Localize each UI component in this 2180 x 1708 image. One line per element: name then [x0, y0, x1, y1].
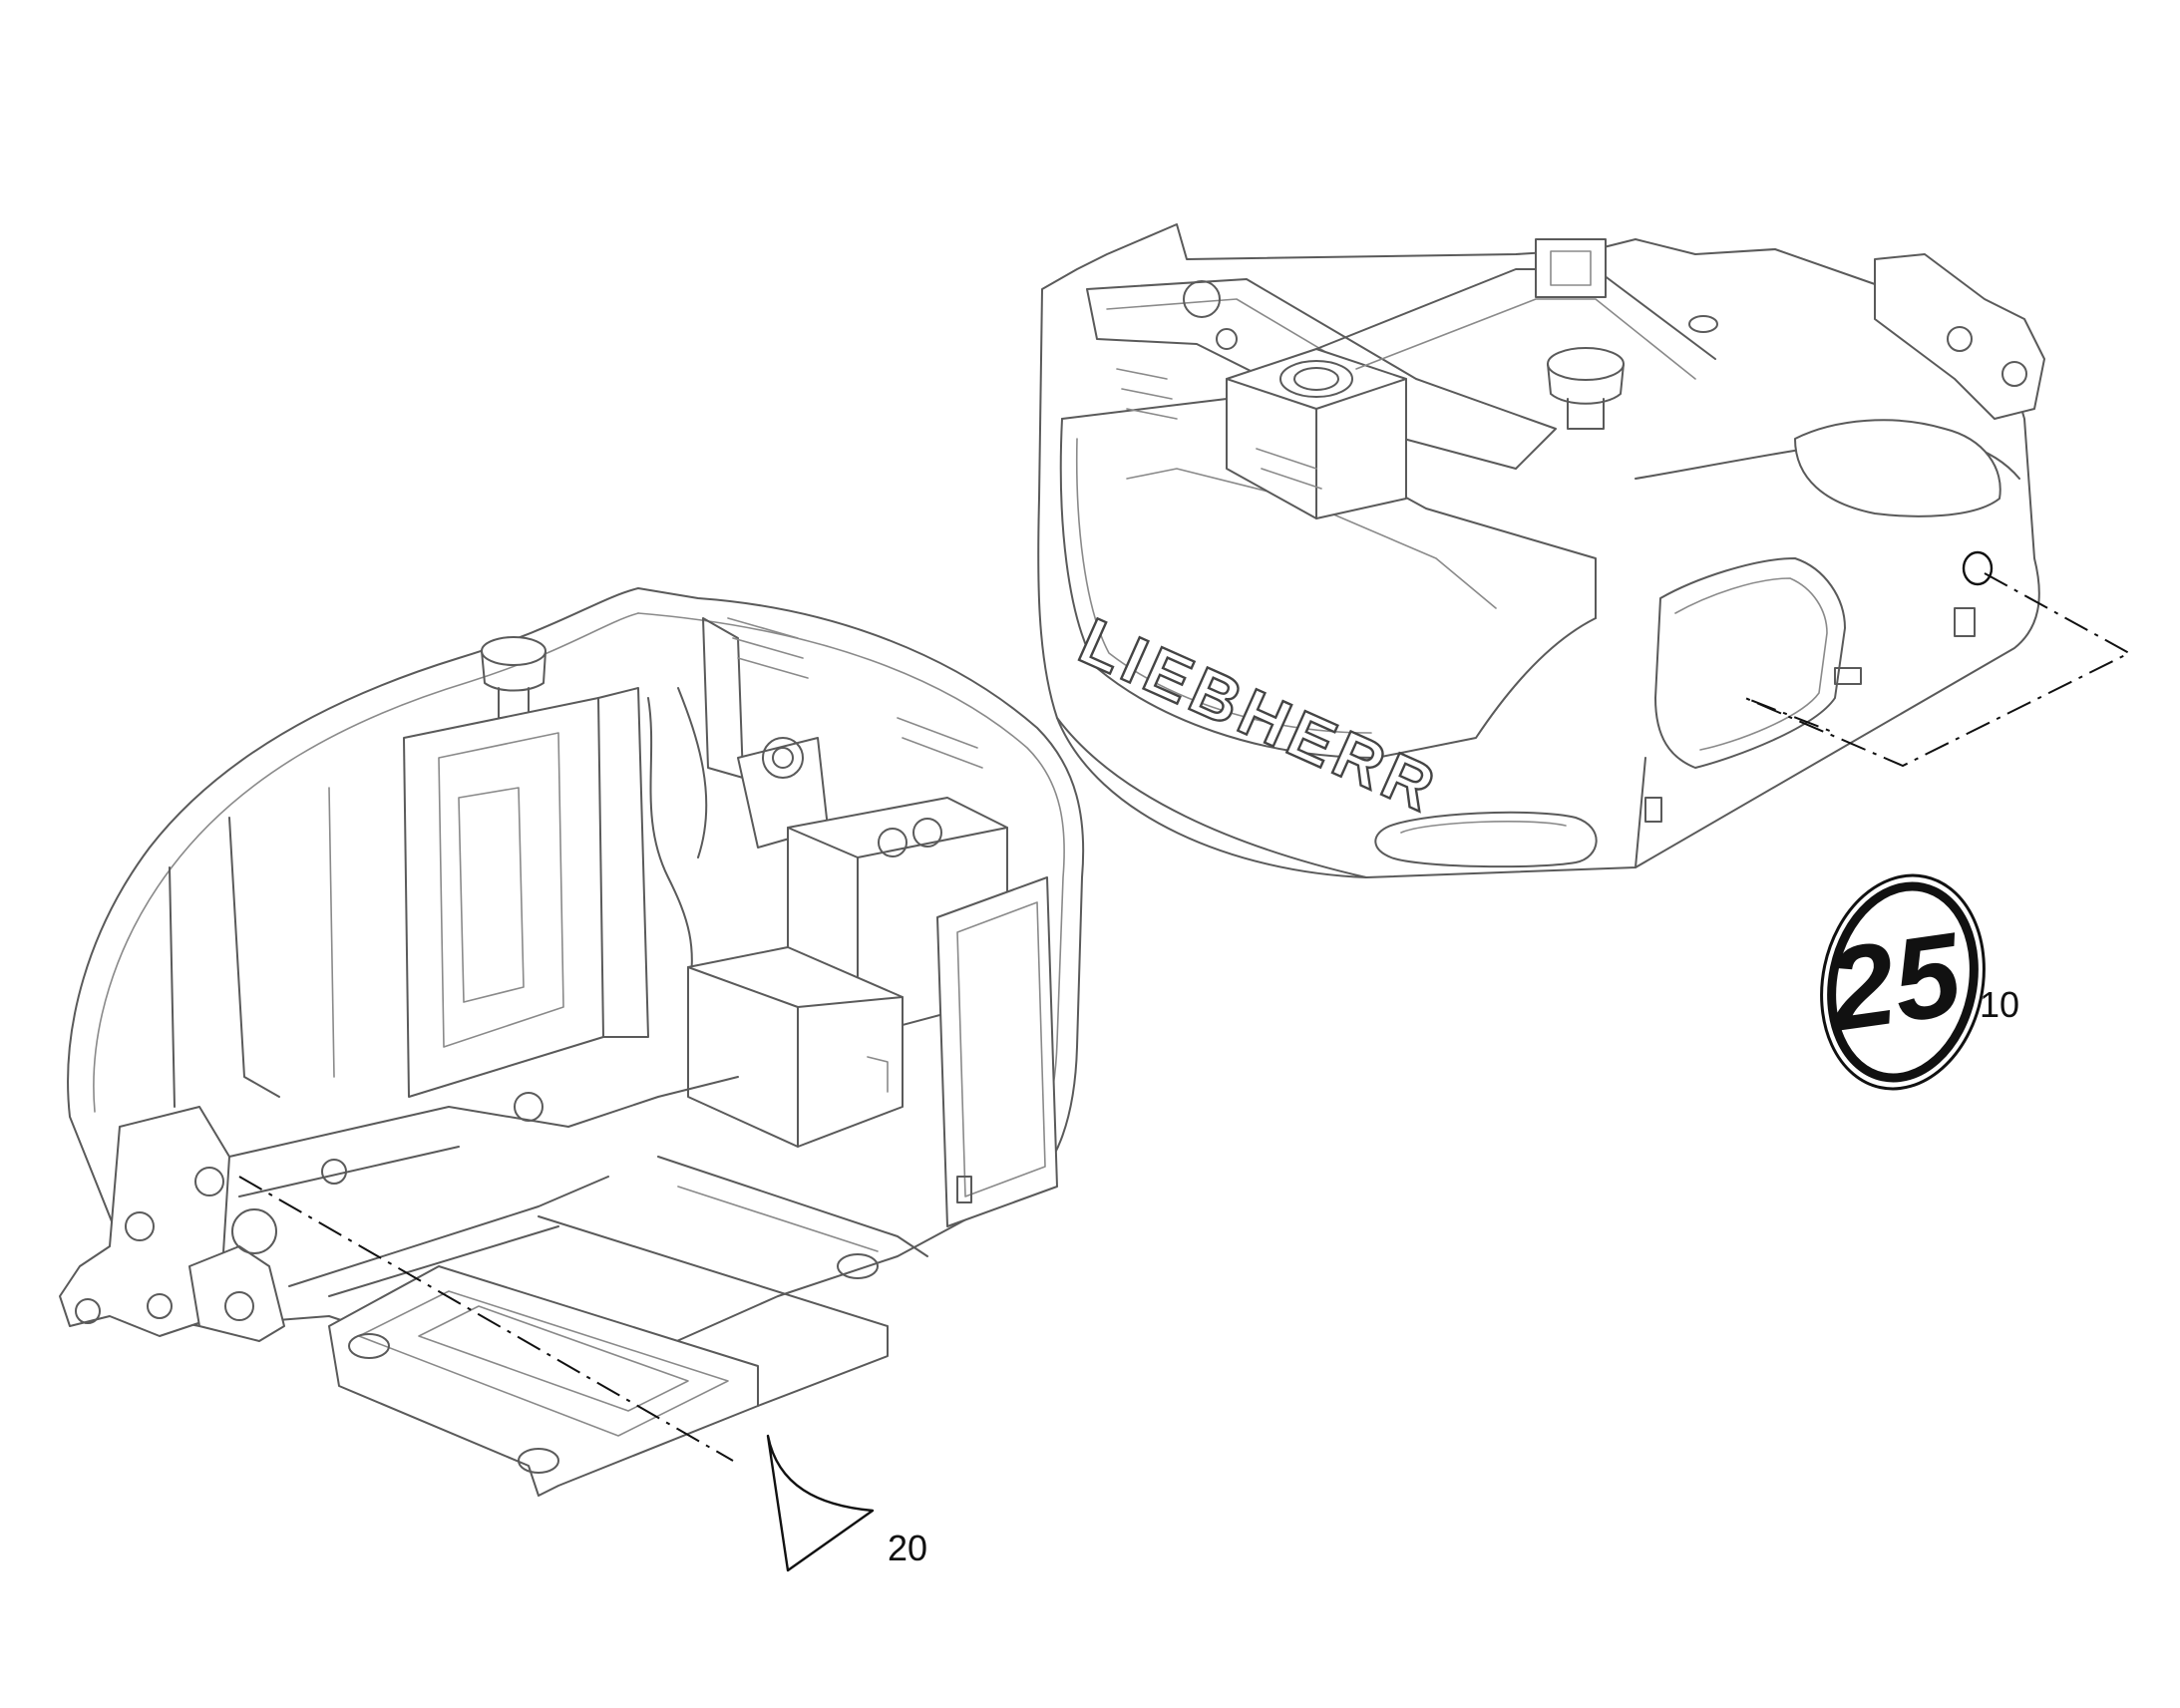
callout-20: 20 [888, 1528, 927, 1568]
leader-lines [238, 572, 2132, 1462]
uppercarriage-frame-rear-view [59, 587, 1085, 1497]
leader-line-10 [1744, 572, 2132, 768]
callout-10: 10 [1980, 984, 2019, 1025]
uppercarriage-cover-front-view: LIEBHERR [1037, 223, 2045, 878]
wedge-decal [766, 1434, 875, 1572]
leader-line-20 [238, 1176, 734, 1462]
speed-decal-25: 25 [1818, 873, 1986, 1091]
decal-marker-small [1962, 550, 1994, 586]
decal-number: 25 [1818, 908, 1971, 1058]
